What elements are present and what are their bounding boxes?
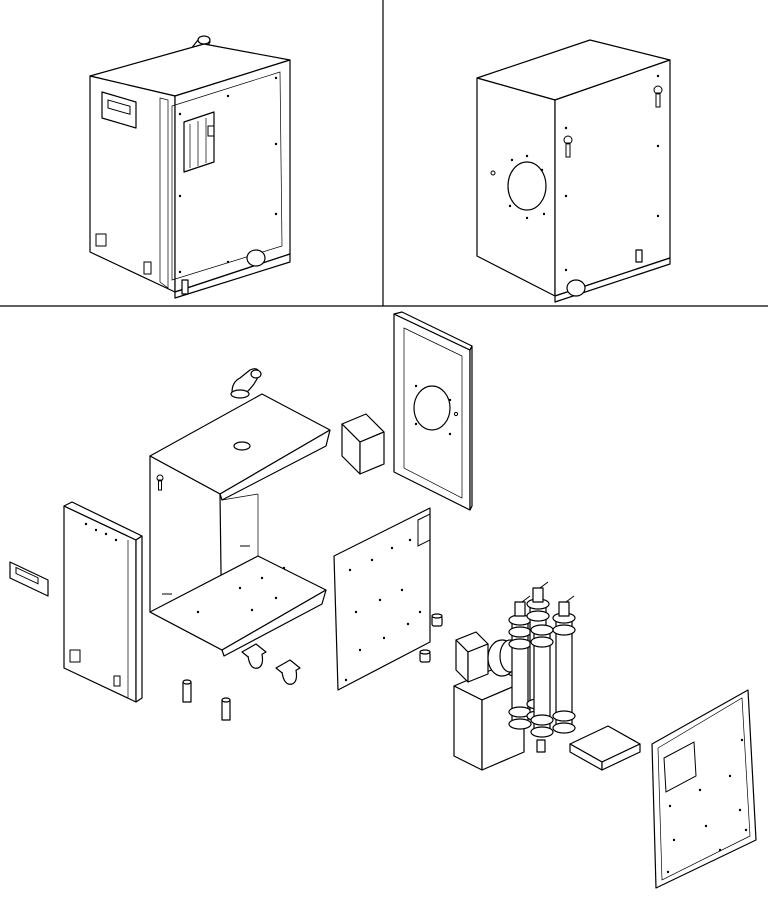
keyhole-slot — [156, 474, 164, 491]
side-panel-left — [63, 501, 143, 703]
leg-post — [181, 279, 189, 295]
handle-plate — [101, 91, 137, 129]
housing-side — [554, 59, 671, 297]
lamp-tube — [552, 595, 576, 734]
elbow-vent — [230, 368, 262, 399]
vent-slot — [113, 675, 121, 687]
housing-back — [174, 59, 291, 293]
door-panel-with-port — [393, 311, 473, 511]
mounting-plate — [333, 507, 431, 691]
junction-box — [341, 413, 385, 475]
rivets — [564, 74, 660, 272]
uv-lamp-assembly — [508, 581, 576, 753]
assembled-front-view — [476, 39, 671, 303]
switch-icon — [95, 233, 107, 247]
rivets — [178, 76, 278, 274]
caster-wheel — [246, 249, 266, 267]
switch-icon — [69, 649, 81, 663]
assembled-rear-view — [89, 35, 291, 299]
keyhole-slot — [563, 135, 573, 158]
handle-plate — [9, 561, 49, 597]
transformer-box — [453, 631, 525, 771]
lamp-tube — [530, 624, 554, 753]
caster-wheel — [241, 643, 267, 669]
rivets — [196, 566, 286, 614]
caster-wheel — [275, 659, 301, 685]
vent-slot — [143, 261, 152, 275]
rivets — [344, 538, 422, 682]
leg-post — [182, 679, 192, 703]
standoff — [431, 613, 443, 627]
bracket-tray — [569, 725, 641, 771]
leg-post — [635, 249, 643, 263]
leg-post — [221, 697, 231, 721]
lamp-port — [490, 154, 547, 220]
caster-wheel — [566, 279, 586, 297]
main-housing — [149, 393, 331, 657]
lamp-tube — [508, 595, 532, 730]
standoff — [419, 649, 431, 663]
keyhole-slot — [653, 85, 663, 108]
rivets — [666, 738, 748, 874]
back-panel — [651, 689, 757, 889]
exploded-view — [9, 311, 757, 889]
service-opening — [183, 111, 215, 173]
